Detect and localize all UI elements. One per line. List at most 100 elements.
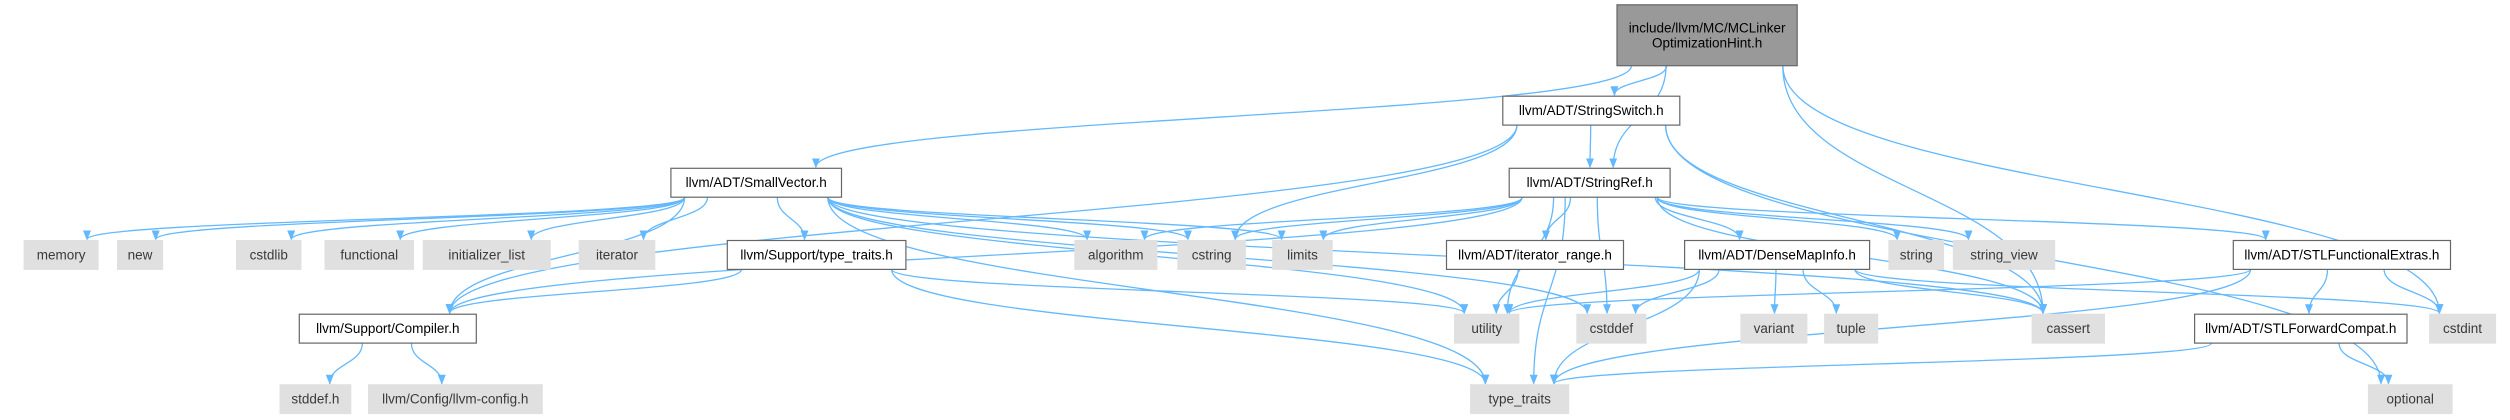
edge-compiler-to-llvm_config: [410, 343, 446, 385]
node-label-limits: limits: [1287, 247, 1318, 262]
edge-type_traits_h-to-utility: [890, 268, 1468, 315]
edge-smallvector-to-algorithm: [827, 196, 1091, 241]
node-iterator: iterator: [578, 240, 656, 270]
node-label-type_traits: type_traits: [1489, 392, 1552, 407]
node-compiler[interactable]: llvm/Support/Compiler.h: [298, 313, 477, 344]
nodes-layer: include/llvm/MC/MCLinkerOptimizationHint…: [23, 4, 2497, 415]
node-box-limits: [1272, 240, 1333, 270]
edge-smallvector-to-compiler: [445, 197, 686, 315]
node-box-stringswitch: [1502, 95, 1681, 126]
node-cassert: cassert: [2031, 313, 2105, 344]
node-box-cstring: [1177, 240, 1246, 270]
edge-densemapinfo-to-variant: [1770, 269, 1779, 315]
node-box-optional: [2367, 384, 2453, 415]
node-stringswitch[interactable]: llvm/ADT/StringSwitch.h: [1502, 95, 1681, 126]
node-label-cassert: cassert: [2047, 321, 2091, 336]
node-box-new: [117, 240, 164, 270]
edge-root-to-cstdint: [1782, 65, 2444, 315]
node-densemapinfo[interactable]: llvm/ADT/DenseMapInfo.h: [1683, 239, 1871, 270]
node-label-densemapinfo: llvm/ADT/DenseMapInfo.h: [1698, 247, 1856, 262]
node-algorithm: algorithm: [1074, 240, 1158, 270]
node-stlforward[interactable]: llvm/ADT/STLForwardCompat.h: [2194, 313, 2408, 344]
edge-stringref-to-type_traits: [1529, 197, 1566, 385]
edge-densemapinfo-to-tuple: [1802, 269, 1841, 315]
edge-stlfunctional-to-type_traits: [1550, 269, 2252, 385]
edge-smallvector-to-new: [151, 196, 686, 241]
node-box-cstddef: [1576, 313, 1647, 344]
edge-compiler-to-stddef_h: [325, 343, 364, 385]
node-box-algorithm: [1074, 240, 1158, 270]
node-label-root: include/llvm/MC/MCLinker: [1629, 20, 1786, 35]
edge-smallvector-to-limits: [827, 196, 1286, 241]
edge-densemapinfo-to-cstddef: [1631, 269, 1720, 315]
edge-densemapinfo-to-utility: [1505, 269, 1701, 315]
node-string: string: [1888, 240, 1945, 270]
edge-smallvector-to-cstring: [827, 196, 1192, 241]
edge-stringref-to-cstring: [1231, 196, 1523, 241]
node-smallvector[interactable]: llvm/ADT/SmallVector.h: [670, 167, 843, 198]
edge-smallvector-to-initializer_list: [527, 196, 686, 241]
node-box-stddef_h: [279, 384, 352, 415]
edge-densemapinfo-to-cassert: [1854, 269, 2047, 315]
node-type_traits: type_traits: [1470, 384, 1570, 415]
node-utility: utility: [1454, 313, 1520, 344]
node-new: new: [117, 240, 164, 270]
node-cstdlib: cstdlib: [236, 240, 302, 270]
edge-densemapinfo-to-cstdint: [1854, 268, 2444, 315]
node-box-initializer_list: [422, 240, 551, 270]
node-stringref[interactable]: llvm/ADT/StringRef.h: [1508, 167, 1671, 198]
node-label-memory: memory: [37, 247, 86, 262]
node-cstdint: cstdint: [2429, 313, 2497, 344]
node-label-stringref: llvm/ADT/StringRef.h: [1527, 175, 1653, 190]
node-initializer_list: initializer_list: [422, 240, 551, 270]
node-limits: limits: [1272, 240, 1333, 270]
edge-smallvector-to-iterator: [639, 197, 709, 241]
node-root: include/llvm/MC/MCLinkerOptimizationHint…: [1616, 4, 1798, 67]
node-box-tuple: [1824, 313, 1879, 344]
node-label-initializer_list: initializer_list: [448, 247, 525, 262]
edge-type_traits_h-to-compiler: [445, 268, 743, 315]
node-box-densemapinfo: [1683, 239, 1871, 270]
node-stddef_h: stddef.h: [279, 384, 352, 415]
node-iterator_range[interactable]: llvm/ADT/iterator_range.h: [1445, 239, 1625, 270]
node-label-cstring: cstring: [1192, 247, 1232, 262]
node-label-iterator_range: llvm/ADT/iterator_range.h: [1458, 247, 1612, 262]
node-string_view: string_view: [1952, 240, 2056, 270]
edge-stringref-to-stlfunctional: [1656, 196, 2270, 241]
edge-smallvector-to-cassert: [827, 197, 2047, 315]
edge-stlfunctional-to-stlforward: [2305, 269, 2329, 315]
node-box-stlfunctional: [2232, 239, 2452, 270]
node-variant: variant: [1740, 313, 1808, 344]
node-box-llvm_config: [368, 384, 543, 415]
node-label-smallvector: llvm/ADT/SmallVector.h: [686, 175, 827, 190]
node-optional: optional: [2367, 384, 2453, 415]
node-label-string_view: string_view: [1970, 247, 2038, 262]
edge-stringref-to-compiler: [445, 197, 1523, 315]
node-stlfunctional[interactable]: llvm/ADT/STLFunctionalExtras.h: [2232, 239, 2452, 270]
node-box-root: [1616, 4, 1798, 67]
node-box-string_view: [1952, 240, 2056, 270]
node-label-iterator: iterator: [596, 247, 639, 262]
node-label-llvm_config: llvm/Config/llvm-config.h: [382, 392, 528, 407]
node-label-compiler: llvm/Support/Compiler.h: [316, 321, 459, 336]
node-tuple: tuple: [1824, 313, 1879, 344]
node-label-tuple: tuple: [1836, 321, 1865, 336]
node-box-stlforward: [2194, 313, 2408, 344]
node-box-cstdlib: [236, 240, 302, 270]
node-label-string: string: [1900, 247, 1933, 262]
node-box-type_traits_h: [726, 239, 907, 270]
node-box-variant: [1740, 313, 1808, 344]
node-label-stddef_h: stddef.h: [291, 392, 339, 407]
node-cstring: cstring: [1177, 240, 1246, 270]
edge-stringref-to-algorithm: [1140, 196, 1523, 241]
node-box-memory: [23, 240, 99, 270]
node-box-stringref: [1508, 167, 1671, 198]
node-box-functional: [324, 240, 414, 270]
edge-stringswitch-to-cassert: [1664, 124, 2047, 315]
edge-stringref-to-limits: [1319, 196, 1523, 241]
node-type_traits_h[interactable]: llvm/Support/type_traits.h: [726, 239, 907, 270]
node-label-cstddef: cstddef: [1590, 321, 1634, 336]
node-box-iterator_range: [1445, 239, 1625, 270]
node-label-type_traits_h: llvm/Support/type_traits.h: [740, 247, 892, 262]
